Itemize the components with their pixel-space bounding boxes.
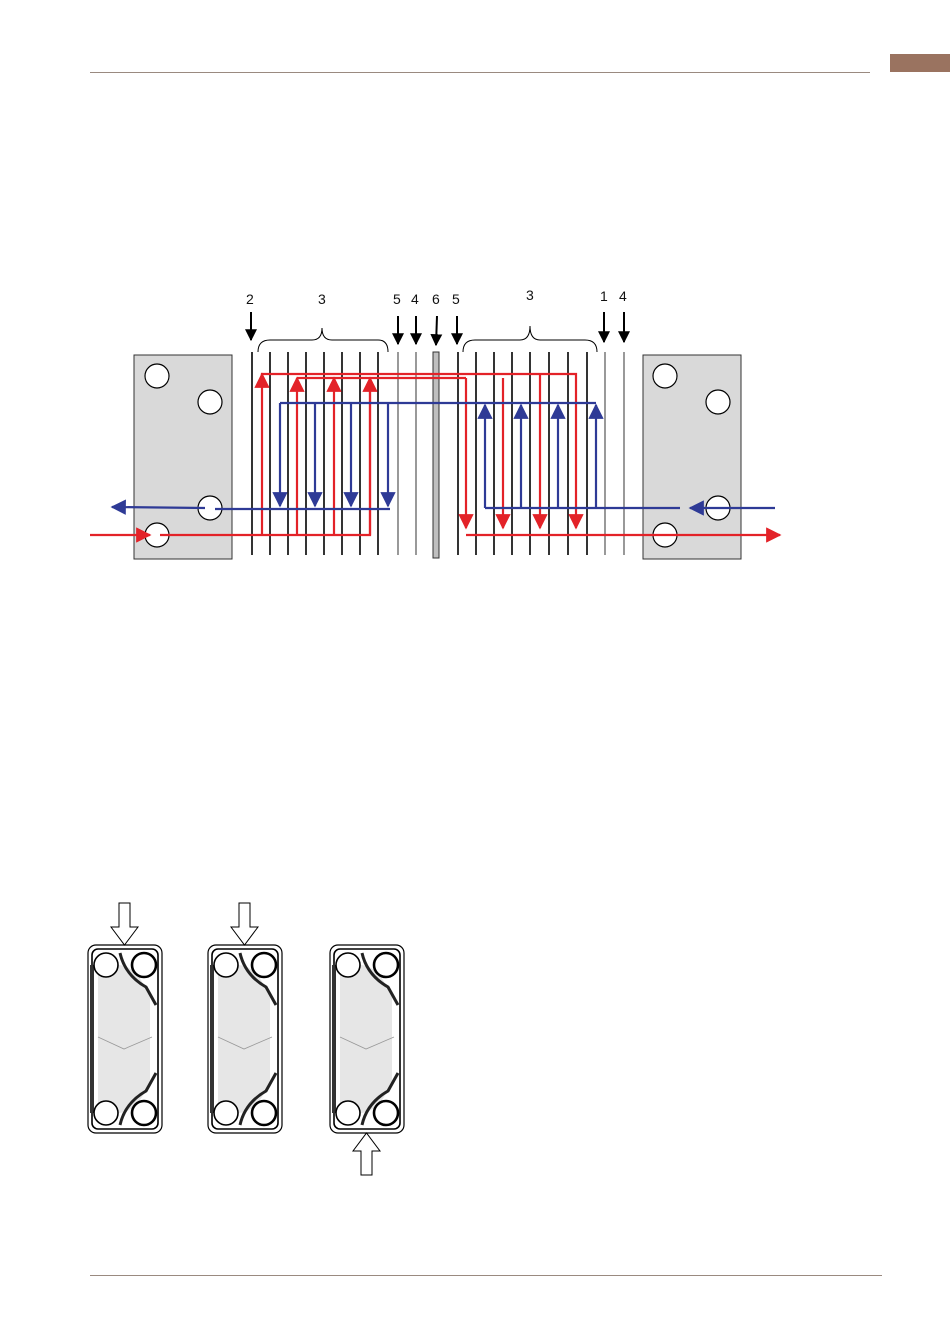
label-5-left: 5 xyxy=(393,291,401,307)
right-plate-group xyxy=(458,352,587,555)
down-arrow-icon xyxy=(231,903,258,945)
port-circle xyxy=(198,390,222,414)
label-6: 6 xyxy=(432,291,440,307)
port-circle xyxy=(374,953,398,977)
port-circle xyxy=(374,1101,398,1125)
left-brace xyxy=(258,328,388,352)
footer-rule xyxy=(90,1275,882,1276)
plate-3 xyxy=(330,945,404,1133)
label-5-right: 5 xyxy=(452,291,460,307)
plate-pack-flow-diagram: 2 3 5 4 6 5 3 1 4 xyxy=(0,0,950,620)
plate-1 xyxy=(88,945,162,1133)
port-circle xyxy=(214,953,238,977)
port-circle xyxy=(132,953,156,977)
port-circle xyxy=(132,1101,156,1125)
port-circle xyxy=(336,953,360,977)
port-circle xyxy=(214,1101,238,1125)
down-arrow-icon xyxy=(111,903,138,945)
right-brace xyxy=(463,326,597,352)
port-circle xyxy=(145,364,169,388)
label-1: 1 xyxy=(600,288,608,304)
port-circle xyxy=(252,953,276,977)
port-circle xyxy=(94,953,118,977)
intermediate-plate xyxy=(433,352,439,558)
label-4-left: 4 xyxy=(411,291,419,307)
port-circle xyxy=(706,390,730,414)
port-circle xyxy=(336,1101,360,1125)
label-2: 2 xyxy=(246,291,254,307)
up-arrow-icon xyxy=(353,1133,380,1175)
label-3-left: 3 xyxy=(318,291,326,307)
port-circle xyxy=(94,1101,118,1125)
label-3-right: 3 xyxy=(526,287,534,303)
plate-2 xyxy=(208,945,282,1133)
label-4-right: 4 xyxy=(619,288,627,304)
thin-plates xyxy=(398,352,624,555)
port-circle xyxy=(653,364,677,388)
port-circle xyxy=(252,1101,276,1125)
